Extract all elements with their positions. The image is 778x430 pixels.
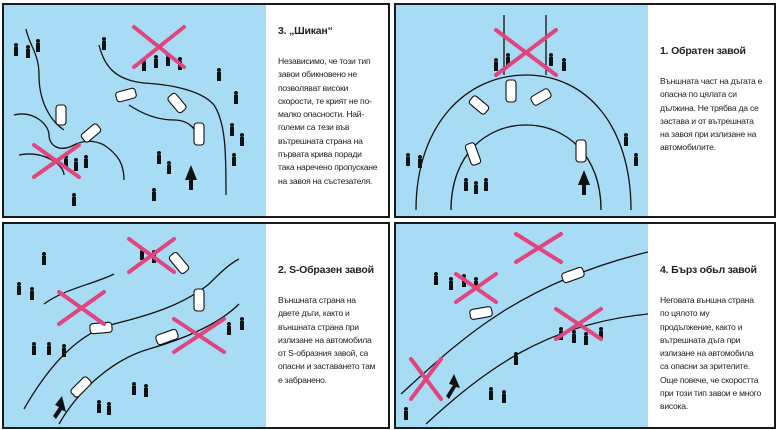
text-chicane: 3. „Шикан“ Независимо, че този тип завои…	[266, 5, 388, 216]
panel-title-hairpin: 1. Обратен завой	[660, 45, 746, 57]
danger-cross-icons	[32, 25, 186, 179]
panel-s-curve: 2. S-Образен завой Външната страна на дв…	[2, 222, 390, 429]
text-s-curve: 2. S-Образен завой Външната страна на дв…	[266, 224, 388, 427]
s-curve-diagram-svg	[17, 237, 244, 425]
spectator-icons	[404, 272, 603, 420]
text-fast-curve: 4. Бърз обьл завой Неговата външна стран…	[648, 224, 774, 427]
car-icons	[469, 266, 585, 320]
direction-arrow-icon	[185, 165, 197, 190]
spectator-icons	[406, 53, 638, 194]
panel-title-fast-curve: 4. Бърз обьл завой	[660, 264, 757, 276]
car-icons	[55, 87, 205, 146]
direction-arrow-icon	[53, 396, 66, 419]
text-hairpin: 1. Обратен завой Външната част на дъгата…	[648, 5, 774, 216]
danger-cross-icons	[57, 237, 226, 354]
panel-title-s-curve: 2. S-Образен завой	[278, 264, 374, 276]
panel-title-chicane: 3. „Шикан“	[278, 25, 333, 37]
hairpin-diagram-svg	[406, 15, 638, 211]
panel-body-s-curve: Външната страна на двете дъги, както и в…	[278, 295, 376, 385]
danger-cross-icons	[494, 28, 558, 77]
diagram-hairpin	[396, 5, 648, 216]
car-icons	[70, 252, 205, 398]
diagram-fast-curve	[396, 224, 648, 427]
panel-body-fast-curve: Неговата външна страна по цялото му прод…	[660, 295, 762, 412]
spectator-icons	[14, 37, 244, 206]
direction-arrow-icon	[446, 374, 460, 399]
fast-curve-diagram-svg	[400, 232, 648, 425]
danger-cross-icons	[409, 232, 603, 401]
car-icons	[464, 79, 587, 166]
panel-body-chicane: Независимо, че този тип завои обикновено…	[278, 56, 378, 186]
direction-arrow-icon	[578, 170, 590, 195]
panel-chicane: 3. „Шикан“ Независимо, че този тип завои…	[2, 3, 390, 218]
chicane-diagram-svg	[13, 25, 244, 206]
diagram-chicane	[4, 5, 266, 216]
panel-hairpin: 1. Обратен завой Външната част на дъгата…	[394, 3, 776, 218]
panel-fast-curve: 4. Бърз обьл завой Неговата външна стран…	[394, 222, 776, 429]
diagram-s-curve	[4, 224, 266, 427]
panel-body-hairpin: Външната част на дъгата е опасна по цяла…	[660, 76, 763, 153]
